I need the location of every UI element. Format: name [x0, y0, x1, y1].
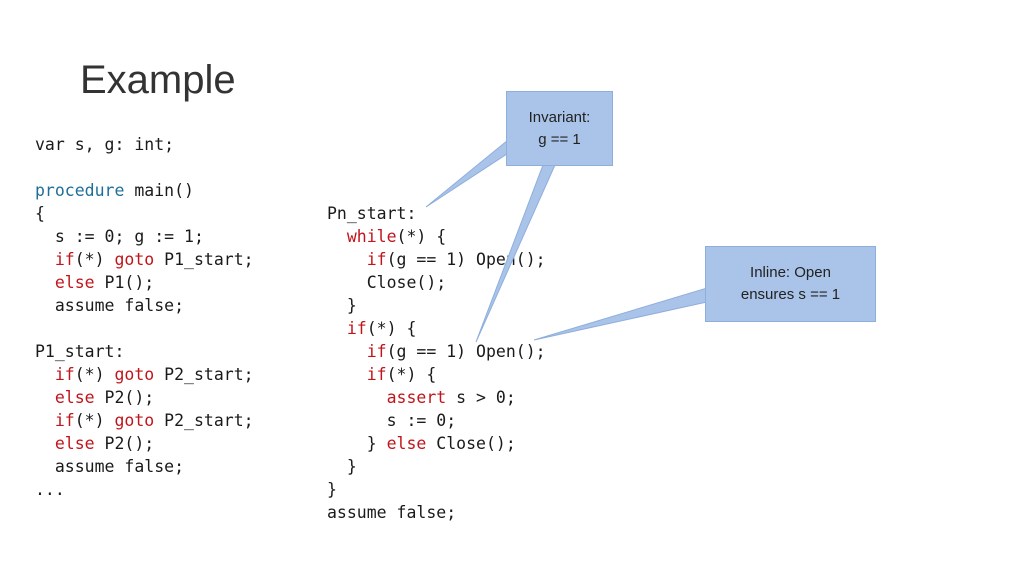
left-code-line: procedure main() [35, 179, 254, 202]
right-code-line: } [327, 478, 546, 501]
invariant-callout: Invariant: g == 1 [506, 91, 613, 166]
code-text: assume false; [35, 296, 185, 315]
code-text: assume false; [35, 457, 185, 476]
code-keyword: if [54, 250, 75, 269]
code-text: (*) [74, 365, 115, 384]
code-keyword: goto [114, 411, 155, 430]
code-text: (*) { [396, 227, 447, 246]
left-code-line: if(*) goto P1_start; [35, 248, 254, 271]
right-code-line: assert s > 0; [327, 386, 546, 409]
left-code-line: var s, g: int; [35, 133, 254, 156]
right-code-line: if(*) { [327, 317, 546, 340]
code-text: P2_start; [154, 411, 254, 430]
inline-pointer-to-open-call [533, 287, 708, 341]
code-text: P2(); [94, 388, 155, 407]
right-code-line: s := 0; [327, 409, 546, 432]
left-code-line: { [35, 202, 254, 225]
right-code-line: if(*) { [327, 363, 546, 386]
code-text: ... [35, 480, 65, 499]
left-code-line: else P2(); [35, 432, 254, 455]
right-code-line: while(*) { [327, 225, 546, 248]
code-text: Close(); [426, 434, 516, 453]
code-text: } [327, 434, 387, 453]
right-code-line: } [327, 455, 546, 478]
code-text: Close(); [327, 273, 447, 292]
inline-callout-line2: ensures s == 1 [740, 286, 841, 303]
code-keyword: else [54, 273, 95, 292]
code-keyword: else [54, 434, 95, 453]
code-keyword: while [346, 227, 397, 246]
right-code-line: if(g == 1) Open(); [327, 340, 546, 363]
right-code-line: Pn_start: [327, 202, 546, 225]
left-code-line: assume false; [35, 294, 254, 317]
code-keyword: if [366, 342, 387, 361]
left-code-line: else P1(); [35, 271, 254, 294]
code-text: P1_start; [154, 250, 254, 269]
code-text: Pn_start: [327, 204, 417, 223]
left-code-line: s := 0; g := 1; [35, 225, 254, 248]
code-keyword: if [366, 365, 387, 384]
code-keyword: procedure [35, 181, 125, 200]
code-text: main() [124, 181, 194, 200]
code-text: (*) { [386, 365, 437, 384]
code-keyword: if [366, 250, 387, 269]
left-code-line: P1_start: [35, 340, 254, 363]
slide-title: Example [80, 58, 236, 102]
left-code-line: if(*) goto P2_start; [35, 363, 254, 386]
code-keyword: assert [386, 388, 447, 407]
code-text: (*) [74, 411, 115, 430]
code-keyword: else [54, 388, 95, 407]
code-keyword: if [346, 319, 367, 338]
inline-callout: Inline: Open ensures s == 1 [705, 246, 876, 322]
right-code-line: Close(); [327, 271, 546, 294]
code-text: P1_start: [35, 342, 125, 361]
code-text: } [327, 296, 357, 315]
right-code-line: assume false; [327, 501, 546, 524]
code-text: s := 0; [327, 411, 457, 430]
left-code-block: var s, g: int; procedure main() { s := 0;… [35, 133, 254, 501]
code-text: assume false; [327, 503, 457, 522]
invariant-pointer-to-pn-start [425, 139, 511, 208]
code-text: (g == 1) Open(); [386, 342, 546, 361]
invariant-callout-line1: Invariant: [528, 108, 591, 126]
code-text: } [327, 457, 357, 476]
code-text: P2_start; [154, 365, 254, 384]
code-text: s := 0; g := 1; [35, 227, 204, 246]
left-code-line: else P2(); [35, 386, 254, 409]
left-code-line: assume false; [35, 455, 254, 478]
code-text: { [35, 204, 45, 223]
code-keyword: else [386, 434, 427, 453]
code-text: (*) { [366, 319, 417, 338]
code-keyword: if [54, 411, 75, 430]
code-text: var s, g: int; [35, 135, 175, 154]
code-text: P1(); [94, 273, 155, 292]
left-code-line: ... [35, 478, 254, 501]
right-code-line: } else Close(); [327, 432, 546, 455]
invariant-callout-line2: g == 1 [538, 130, 581, 148]
code-text: s > 0; [446, 388, 516, 407]
inline-callout-line1: Inline: Open [750, 264, 831, 281]
invariant-pointer-to-if-block [475, 164, 556, 343]
code-text: P2(); [94, 434, 155, 453]
code-keyword: goto [114, 250, 155, 269]
left-code-line: if(*) goto P2_start; [35, 409, 254, 432]
right-code-line: } [327, 294, 546, 317]
code-text: (*) [74, 250, 115, 269]
code-text: } [327, 480, 337, 499]
right-code-block: Pn_start: while(*) { if(g == 1) Open(); … [327, 202, 546, 524]
code-keyword: if [54, 365, 75, 384]
code-keyword: goto [114, 365, 155, 384]
